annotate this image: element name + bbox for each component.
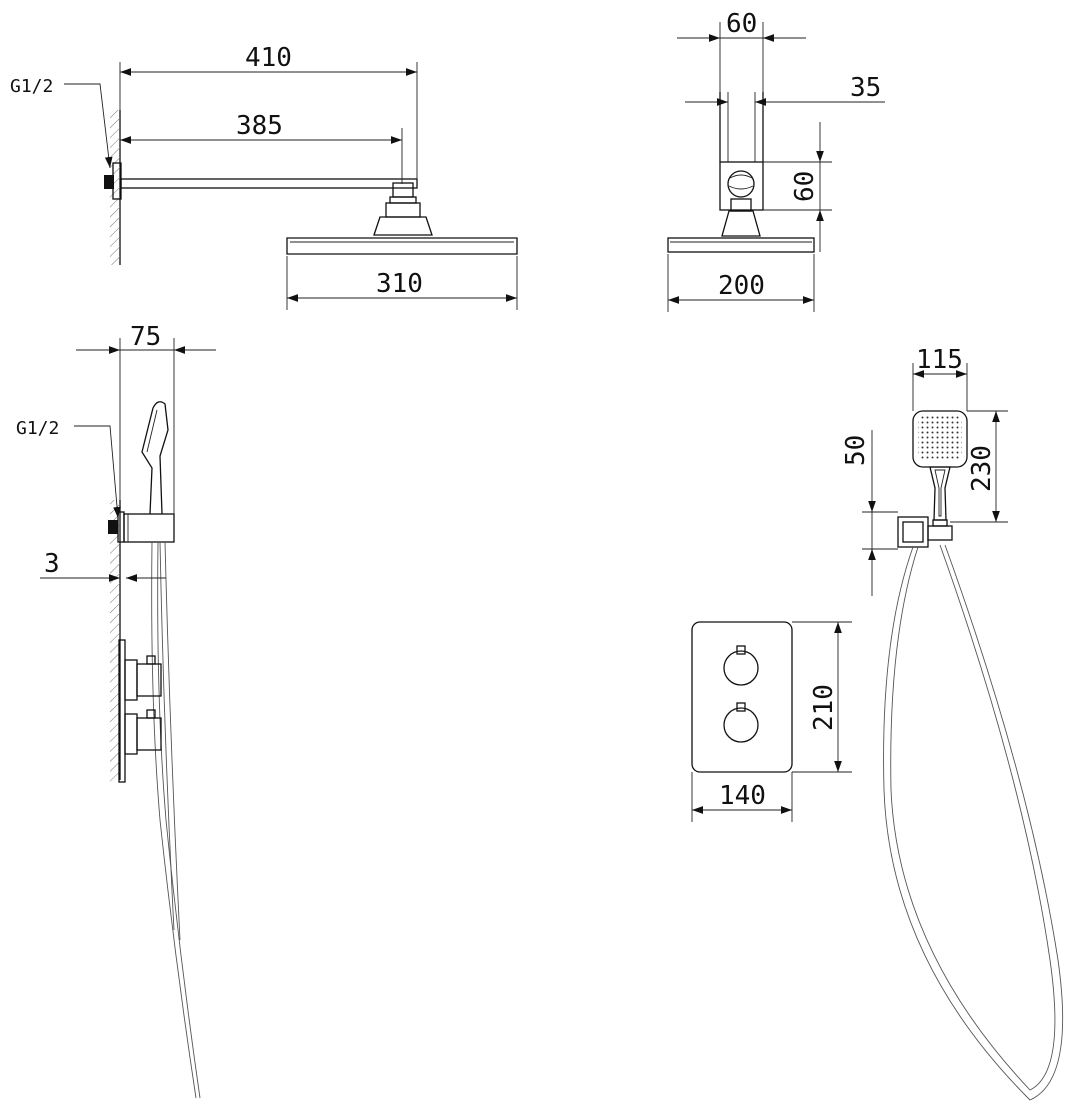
knob-upper [136, 663, 162, 697]
holder-inner [902, 521, 924, 543]
handle-ferrule [932, 519, 948, 527]
dim-label-75: 75 [130, 322, 161, 352]
valve-plate-front-view: 210 140 [691, 621, 852, 822]
thread-leader-side [74, 425, 121, 519]
dim-label-310: 310 [376, 269, 423, 299]
knob-tab-lower [146, 709, 156, 719]
shower-arm-front-view: 60 35 60 200 [667, 9, 885, 312]
knob-tab-upper [146, 655, 156, 665]
knob-lower [136, 717, 162, 751]
hose-inner [157, 541, 201, 1099]
ball-joint-front [727, 170, 755, 198]
bracket-body [123, 513, 175, 543]
dim-label-210: 210 [809, 684, 839, 731]
holder-cradle [927, 525, 953, 541]
lower-knob [723, 707, 759, 743]
thread-label-side: G1/2 [16, 418, 59, 439]
valve-plate [691, 621, 793, 773]
ball-joint-detail [728, 174, 754, 190]
neck-flare [721, 210, 761, 237]
handshower-front-view: 115 230 50 [841, 345, 1064, 1101]
inlet-thread [104, 175, 114, 189]
neck-front [730, 198, 752, 212]
dim-label-410: 410 [245, 43, 292, 73]
hose-back-2 [159, 541, 175, 931]
hose-back [164, 541, 181, 941]
dim-label-3: 3 [44, 549, 60, 579]
shower-arm-side-view: G1/2 410 385 310 [10, 43, 518, 310]
handshower-side [141, 401, 169, 515]
thread-leader-top [64, 83, 113, 169]
upper-knob-marker [736, 645, 746, 655]
hose-loop-inner [890, 544, 1056, 1091]
dim-label-60-top: 60 [726, 9, 757, 39]
valve-plate-side [118, 639, 126, 783]
hose-loop-outer [883, 544, 1064, 1101]
handshower-face [146, 409, 158, 453]
arm-connector [392, 182, 414, 198]
head-neck [373, 216, 433, 236]
handshower-handle [929, 466, 951, 521]
ball-joint [385, 202, 421, 218]
dim-label-140: 140 [719, 781, 766, 811]
dim-label-50: 50 [841, 435, 871, 466]
spray-face [918, 416, 962, 460]
dim-label-385: 385 [236, 111, 283, 141]
handle-inlay [934, 469, 946, 517]
bracket-inlet [108, 520, 118, 534]
dim-label-60-side: 60 [790, 171, 820, 202]
shower-head-side [286, 237, 518, 255]
shower-head-front [667, 237, 815, 253]
dim-label-35: 35 [850, 73, 881, 103]
wall-hatch [110, 110, 120, 265]
wall-unit-side-view: G1/2 75 3 [16, 322, 216, 1099]
wall-hatch-side [110, 500, 120, 782]
connector-nut [389, 196, 417, 204]
knob-base-upper [124, 659, 138, 701]
hose-outer [151, 541, 197, 1099]
knob-base-lower [124, 713, 138, 755]
lower-knob-marker [736, 702, 746, 712]
thread-label-top: G1/2 [10, 76, 53, 97]
dim-label-200: 200 [718, 271, 765, 301]
shower-arm [120, 178, 418, 189]
dim-label-115: 115 [916, 345, 963, 375]
dim-label-230: 230 [967, 445, 997, 492]
upper-knob [723, 650, 759, 686]
arm-front-block [719, 161, 764, 211]
